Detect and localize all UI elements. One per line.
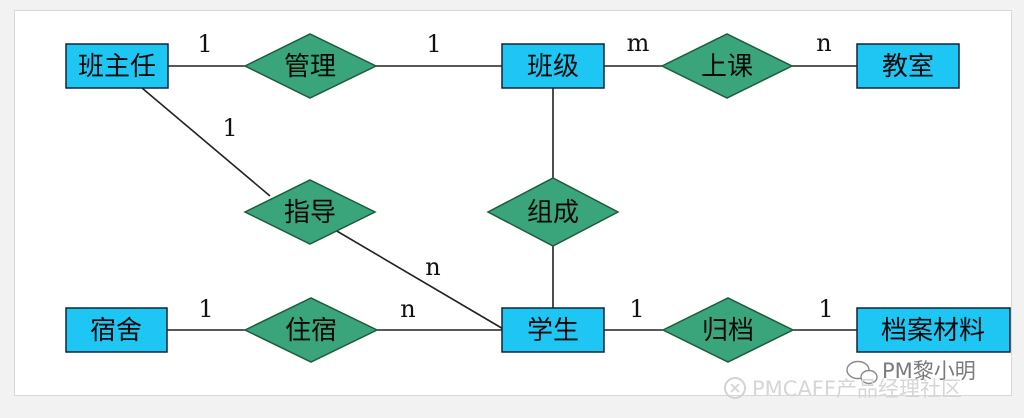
relationship-zucheng: 组成 [486, 177, 620, 247]
cardinality-shangke-jiaoshi: n [816, 29, 831, 57]
cardinality-banji-shangke: m [627, 29, 650, 57]
relationship-guanli: 管理 [243, 33, 378, 99]
cardinality-banzhuren-guanli: 1 [197, 30, 212, 58]
relationship-guidang: 归档 [661, 297, 795, 363]
entity-jiaoshi-label: 教室 [882, 52, 934, 82]
cardinality-guanli-banji: 1 [426, 30, 441, 58]
relationship-zhusu-label: 住宿 [285, 316, 337, 346]
cardinality-sushe-zhusu: 1 [198, 295, 213, 323]
relationship-zhidao-label: 指导 [284, 198, 336, 228]
pmcaff-logo-icon [724, 377, 746, 399]
entity-jiaoshi: 教室 [856, 43, 960, 89]
relationship-guidang-label: 归档 [702, 316, 754, 346]
wechat-icon [846, 360, 878, 385]
relationship-guanli-label: 管理 [284, 52, 336, 82]
relationship-zhidao: 指导 [243, 179, 377, 245]
edge-zhidao-xuesheng [329, 226, 506, 331]
cardinality-xuesheng-guidang: 1 [629, 295, 644, 323]
relationship-shangke-label: 上课 [701, 52, 753, 82]
entity-xuesheng: 学生 [501, 307, 605, 353]
cardinality-zhidao-xuesheng: n [425, 253, 440, 281]
watermark-author: PM黎小明 [882, 359, 976, 383]
cardinality-guidang-dangan: 1 [818, 295, 833, 323]
edge-banzhuren-zhidao [141, 87, 271, 197]
entity-banzhuren-label: 班主任 [78, 52, 156, 82]
entity-sushe: 宿舍 [65, 307, 168, 353]
entity-dangan: 档案材料 [856, 307, 1011, 353]
relationship-zhusu: 住宿 [243, 297, 379, 363]
entity-dangan-label: 档案材料 [881, 316, 985, 346]
entity-xuesheng-label: 学生 [527, 316, 579, 346]
cardinality-banzhuren-zhidao: 1 [222, 114, 237, 142]
entity-banji-label: 班级 [527, 52, 579, 82]
entity-sushe-label: 宿舍 [90, 316, 142, 346]
relationship-zucheng-label: 组成 [527, 198, 579, 228]
entity-banji: 班级 [501, 43, 605, 89]
watermark-platform: PMCAFF产品经理社区 [752, 377, 962, 401]
relationship-shangke: 上课 [660, 33, 794, 99]
entity-banzhuren: 班主任 [65, 43, 169, 89]
cardinality-zhusu-xuesheng: n [400, 295, 415, 323]
